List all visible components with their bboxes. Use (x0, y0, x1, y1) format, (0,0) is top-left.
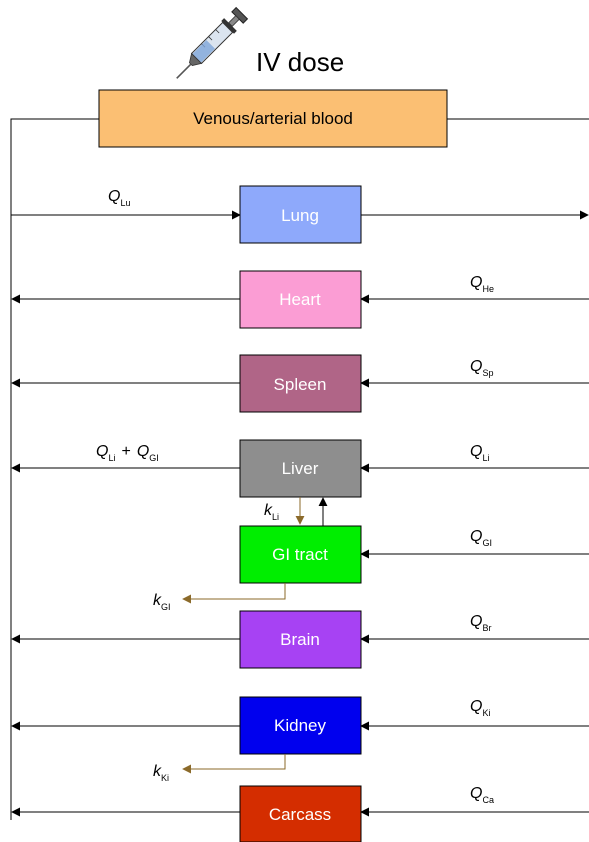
q-br-symbol: Q (470, 613, 482, 630)
plus-sign: + (121, 443, 130, 460)
q-ki-label: QKi (470, 698, 490, 718)
q-ca-symbol: Q (470, 785, 482, 802)
carcass-label: Carcass (269, 805, 331, 824)
q-he-label: QHe (470, 274, 494, 294)
syringe-icon (176, 6, 249, 79)
gi-elimination-arrow (182, 583, 286, 604)
iv-dose-label: IV dose (256, 47, 344, 77)
q-ca-label: QCa (470, 785, 494, 805)
q-gi-out-sub: GI (149, 453, 159, 463)
k-gi-sub: GI (161, 602, 171, 612)
k-gi-label: kGI (153, 592, 171, 612)
q-gi-label: QGI (470, 528, 492, 548)
k-ki-sub: Ki (161, 773, 169, 783)
q-li-label: QLi (470, 443, 489, 463)
arterial-line (10, 118, 99, 820)
k-ki-label: kKi (153, 763, 169, 783)
q-ki-sub: Ki (482, 708, 490, 718)
spleen-box (239, 354, 362, 413)
q-sp-symbol: Q (470, 358, 482, 375)
q-ki-symbol: Q (470, 698, 482, 715)
brain-label: Brain (280, 630, 320, 649)
heart-box (239, 270, 362, 329)
lung-box (239, 185, 362, 244)
liver-box (239, 439, 362, 498)
q-gi-sub: GI (482, 538, 492, 548)
q-sp-label: QSp (470, 358, 493, 378)
kidney-elimination-arrow (182, 754, 286, 774)
gi-label: GI tract (272, 545, 328, 564)
q-ca-sub: Ca (482, 795, 494, 805)
heart-label: Heart (279, 290, 321, 309)
q-gi-out-symbol: Q (137, 443, 149, 460)
k-ki-symbol: k (153, 763, 162, 780)
q-he-sub: He (482, 284, 494, 294)
q-li-out-symbol: Q (96, 443, 108, 460)
q-lu-label: QLu (108, 188, 130, 208)
q-he-symbol: Q (470, 274, 482, 291)
q-lu-sub: Lu (120, 198, 130, 208)
kidney-box (239, 696, 362, 755)
blood-box (98, 89, 448, 148)
kidney-label: Kidney (274, 716, 326, 735)
liver-label: Liver (282, 459, 319, 478)
q-li-out-sub: Li (108, 453, 115, 463)
q-lu-symbol: Q (108, 188, 120, 205)
q-sp-sub: Sp (482, 368, 493, 378)
k-li-label: kLi (264, 502, 279, 522)
brain-box (239, 610, 362, 669)
q-li-symbol: Q (470, 443, 482, 460)
lung-label: Lung (281, 206, 319, 225)
q-li-sub: Li (482, 453, 489, 463)
spleen-label: Spleen (274, 375, 327, 394)
q-br-sub: Br (482, 623, 491, 633)
q-gi-symbol: Q (470, 528, 482, 545)
q-li-gi-out-label: QLi+QGI (96, 443, 159, 463)
k-li-sub: Li (272, 512, 279, 522)
k-gi-symbol: k (153, 592, 162, 609)
gi-box (239, 525, 362, 584)
q-br-label: QBr (470, 613, 491, 633)
k-li-symbol: k (264, 502, 273, 519)
blood-label: Venous/arterial blood (193, 109, 353, 128)
carcass-box (239, 785, 362, 842)
